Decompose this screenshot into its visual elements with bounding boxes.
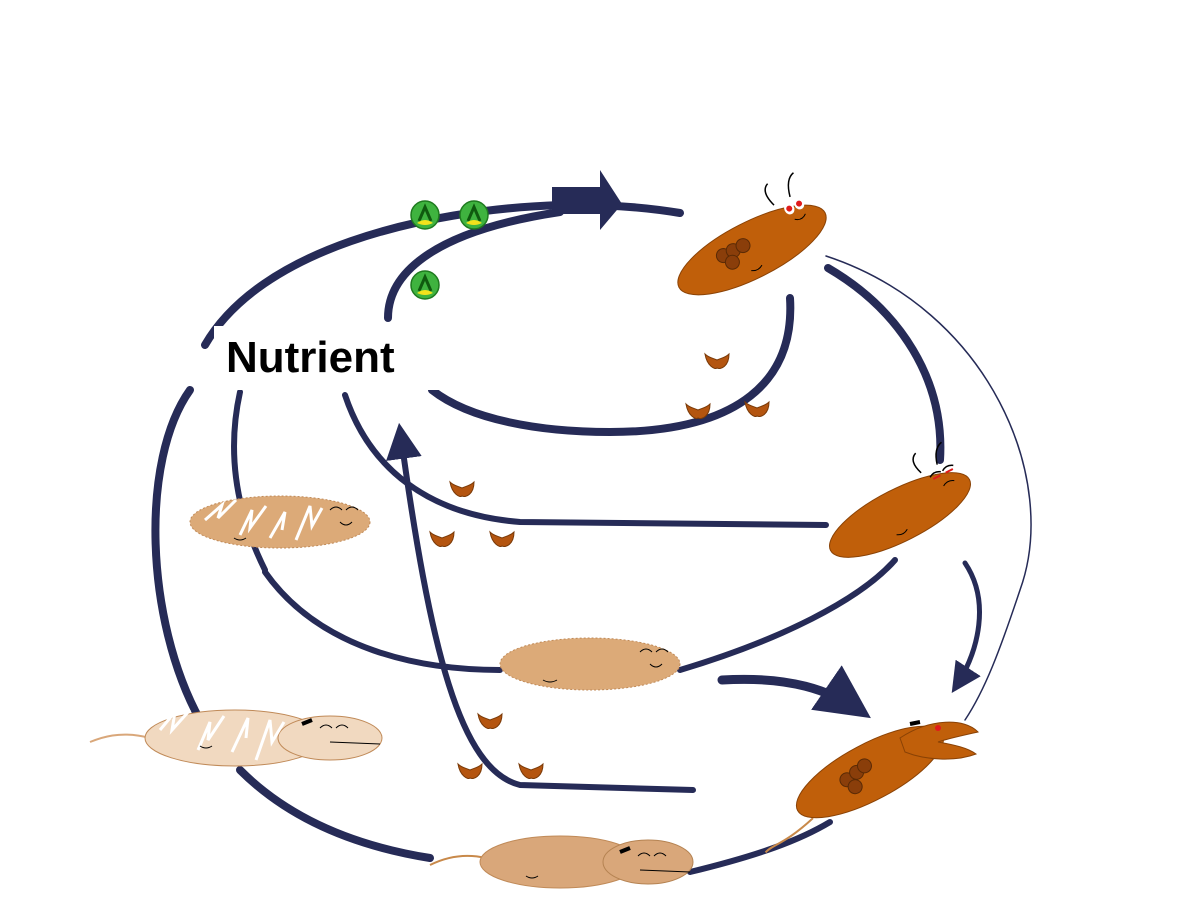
return-arrow: [386, 422, 696, 793]
cracked-spore-lower: [89, 706, 383, 767]
pellet: [449, 481, 475, 497]
active-creature-top: [677, 172, 827, 296]
nutrient-particle: [458, 199, 490, 231]
inner-top-arc: [384, 208, 564, 322]
pellet: [704, 353, 730, 369]
top-direction-arrow: [552, 170, 622, 230]
spore-to-nutrient-arc: [342, 392, 829, 528]
pellet: [518, 763, 544, 779]
outer-bottom-arc: [236, 766, 434, 862]
inner-bottom-arc: [428, 294, 795, 437]
loop-lower-arc: [262, 569, 503, 673]
bottom-right-arc: [687, 819, 833, 875]
pellet: [477, 713, 503, 729]
emergence-arrow: [717, 665, 871, 719]
pellet: [429, 531, 455, 547]
cycle-arrows: [151, 200, 1032, 875]
lower-right-arc: [677, 557, 898, 673]
cracked-cyst-upper: [189, 495, 371, 549]
descend-arrow: [951, 560, 982, 694]
hatching-creature: [429, 835, 694, 889]
pellet: [744, 401, 770, 417]
nutrient-particle: [409, 199, 441, 231]
outer-top-arc: [201, 200, 684, 349]
active-creature-mid: [829, 441, 971, 558]
dormant-cyst-center: [499, 637, 681, 691]
pellet: [489, 531, 515, 547]
thin-outer-arc: [825, 255, 1032, 721]
mid-left-arc: [231, 389, 268, 573]
pellet: [457, 763, 483, 779]
nutrient-particle: [409, 269, 441, 301]
right-descending-arc: [824, 264, 945, 464]
feeding-creature-head: [899, 720, 979, 760]
outer-left-arc: [151, 386, 204, 724]
nutrient-label: Nutrient: [214, 326, 444, 390]
